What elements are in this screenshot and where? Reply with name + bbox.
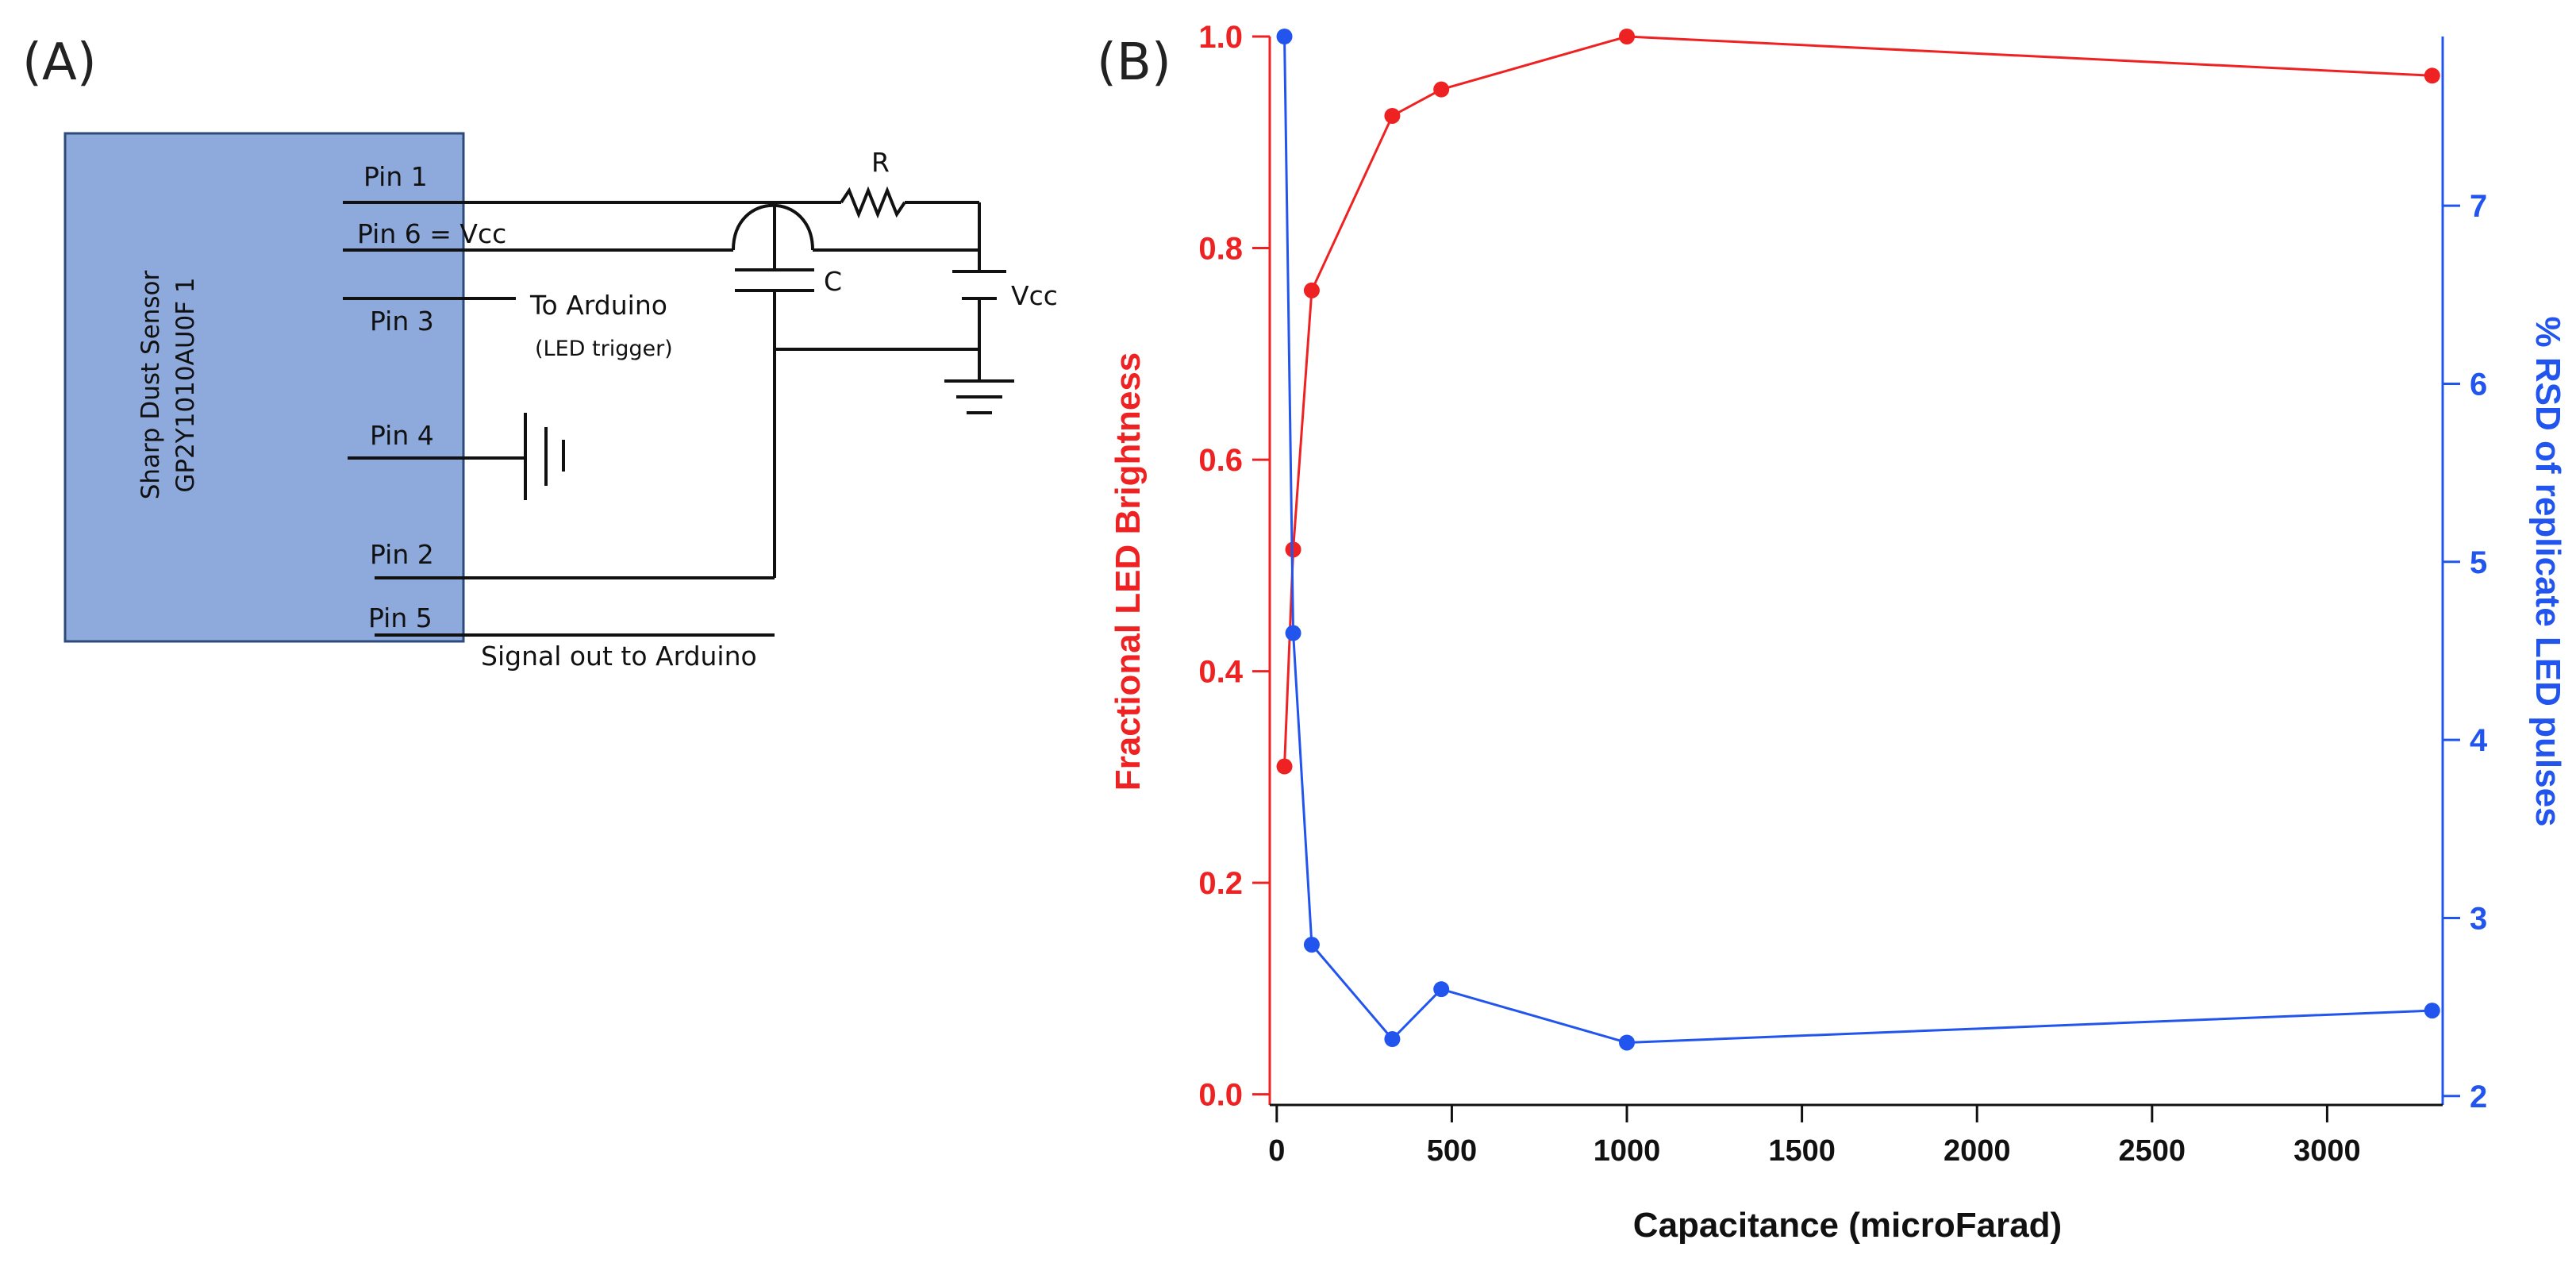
series-line-brightness [1283, 35, 2432, 767]
series-layer [1276, 29, 2440, 1051]
y-left-tick-label: 0.2 [1198, 866, 1243, 901]
y-left-axis-ticks: 0.0 0.2 0.4 0.6 0.8 1.0 [1198, 20, 1270, 1113]
data-point-brightness [1433, 81, 1450, 98]
panel-b-label: (B) [1097, 33, 1171, 92]
data-point-brightness [1276, 758, 1293, 775]
x-axis-ticks: 0 500 1000 1500 2000 2500 3000 [1268, 1105, 2361, 1168]
arduino-trigger-label: To Arduino [529, 290, 667, 321]
sensor-name-line2: GP2Y1010AU0F 1 [171, 277, 200, 492]
data-point-brightness [1285, 541, 1301, 558]
resistor-label: R [871, 147, 890, 178]
data-point-brightness [2424, 67, 2440, 84]
data-point-brightness [1384, 107, 1401, 124]
y-right-axis-ticks: 2 3 4 5 6 7 [2443, 189, 2488, 1114]
y-right-tick-label: 5 [2470, 545, 2487, 580]
capacitor-label: C [824, 266, 842, 297]
supply-label: Vcc [1011, 280, 1058, 311]
pin1-label: Pin 1 [363, 161, 428, 192]
pin3-label: Pin 3 [370, 306, 434, 337]
data-point-rsd [1303, 937, 1320, 953]
panel-a-label: (A) [22, 33, 97, 92]
y-left-axis-title: Fractional LED Brightness [1109, 352, 1148, 791]
y-left-tick-label: 1.0 [1198, 20, 1243, 55]
pin6-label: Pin 6 = Vcc [357, 218, 506, 249]
pin4-label: Pin 4 [370, 420, 434, 451]
y-right-tick-label: 4 [2470, 723, 2488, 758]
y-left-tick-label: 0.4 [1198, 655, 1243, 690]
data-point-brightness [1303, 282, 1320, 298]
data-point-rsd [1285, 625, 1301, 641]
arduino-trigger-note: (LED trigger) [535, 337, 673, 361]
x-tick-label: 2500 [2119, 1134, 2186, 1168]
signal-out-label: Signal out to Arduino [481, 641, 757, 672]
x-tick-label: 500 [1427, 1134, 1477, 1168]
x-tick-label: 0 [1268, 1134, 1285, 1168]
y-right-tick-label: 2 [2470, 1080, 2487, 1114]
y-left-tick-label: 0.8 [1198, 232, 1243, 267]
y-left-tick-label: 0.6 [1198, 443, 1243, 478]
data-point-rsd [1619, 1034, 1636, 1051]
x-tick-label: 2000 [1944, 1134, 2011, 1168]
circuit-wires [343, 186, 1014, 637]
data-point-rsd [1384, 1030, 1401, 1047]
y-right-tick-label: 7 [2470, 189, 2487, 224]
y-right-axis-title: % RSD of replicate LED pulses [2528, 316, 2567, 826]
data-point-brightness [1619, 29, 1636, 44]
x-axis-title: Capacitance (microFarad) [1633, 1206, 2062, 1245]
sensor-name-line1: Sharp Dust Sensor [136, 270, 165, 499]
data-point-rsd [2424, 1003, 2440, 1019]
y-right-tick-label: 3 [2470, 901, 2487, 936]
sensor-box [63, 132, 465, 643]
series-line-rsd [1283, 36, 2432, 1044]
x-tick-label: 1000 [1594, 1134, 1661, 1168]
x-tick-label: 3000 [2293, 1134, 2361, 1168]
data-point-rsd [1433, 981, 1450, 998]
x-tick-label: 1500 [1768, 1134, 1836, 1168]
y-left-tick-label: 0.0 [1198, 1078, 1243, 1113]
y-right-tick-label: 6 [2470, 367, 2487, 402]
pin5-label: Pin 5 [368, 602, 433, 633]
data-point-rsd [1276, 29, 1293, 44]
pin2-label: Pin 2 [370, 539, 434, 570]
